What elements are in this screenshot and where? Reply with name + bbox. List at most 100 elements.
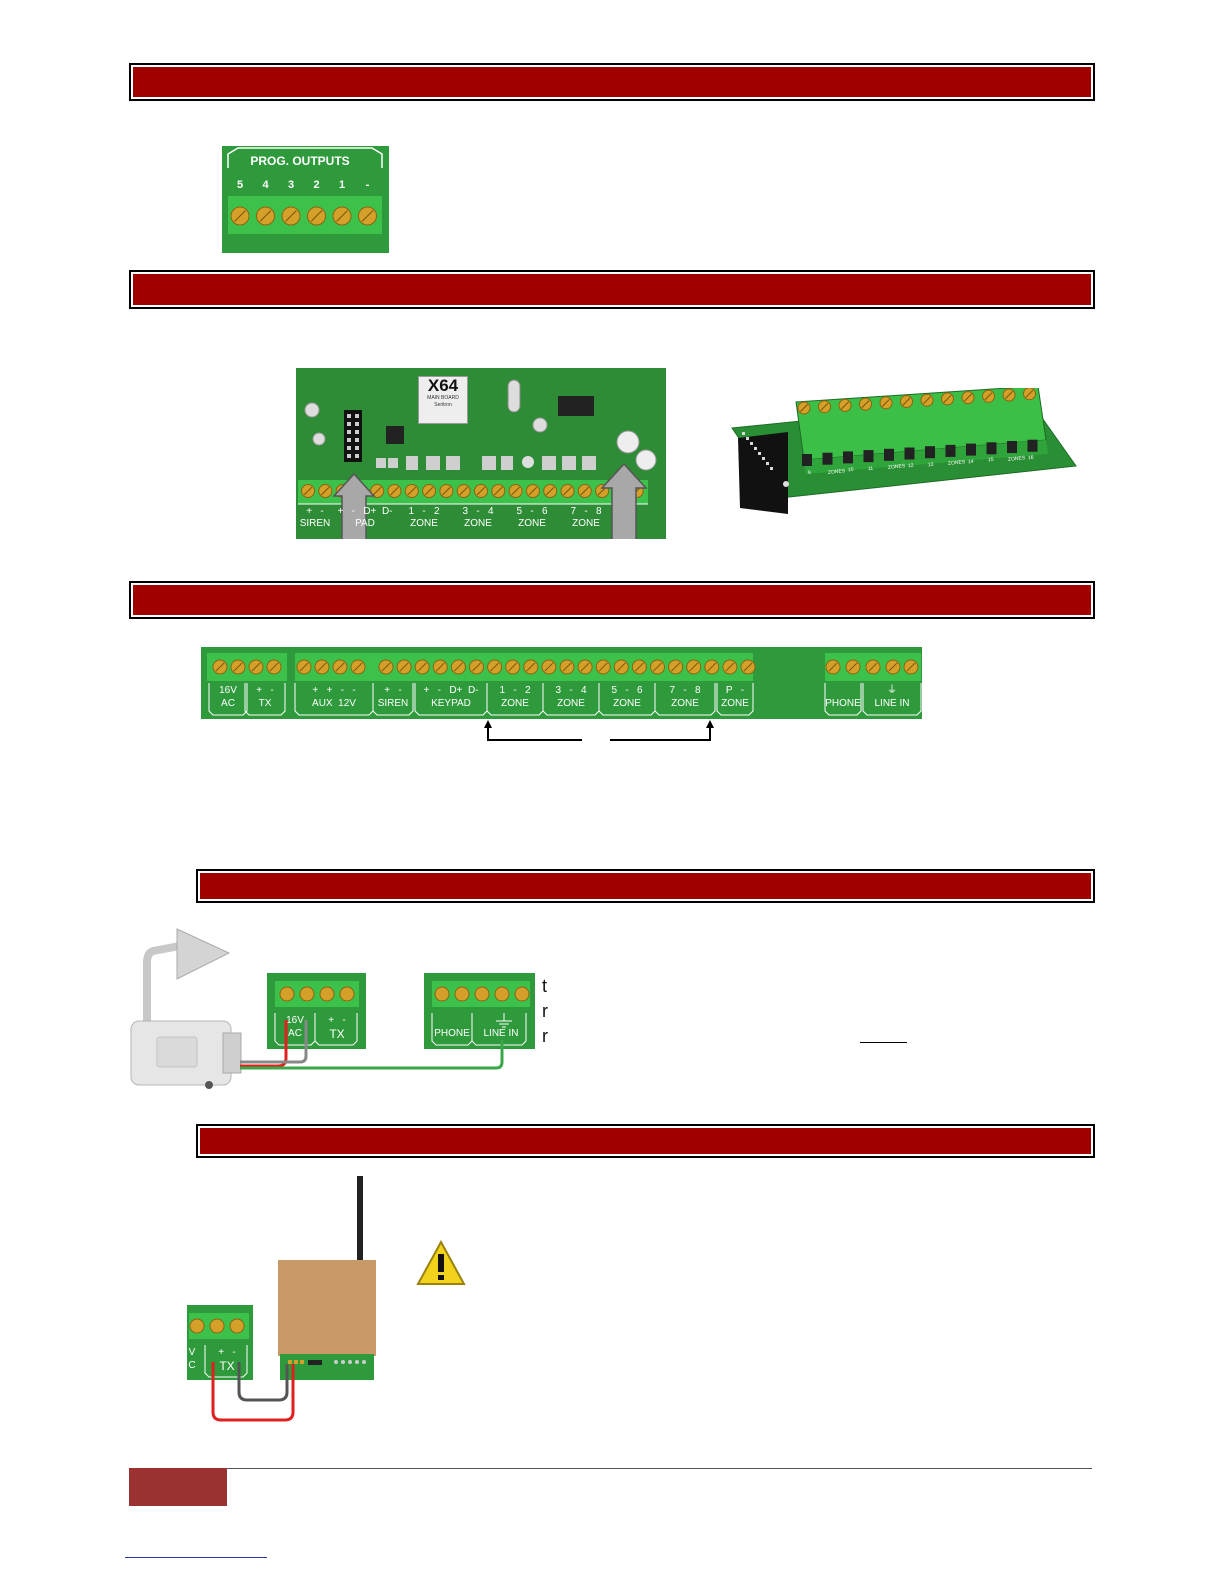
footer-link-underline [125,1557,267,1558]
board-terminal-group-label: ZONE [464,518,492,529]
prog-output-terminal-label: 3 [287,179,295,191]
strip-group-bracket [372,683,414,716]
strip-terminal-polarity: 5 - 6 [611,685,643,696]
board-terminal-polarity: + - [306,506,324,517]
strip-terminal-group-label: ZONE [613,698,641,709]
power-tx-pol: + - [328,1015,346,1026]
expander-terminal-slot [863,450,874,463]
power-tx-name: TX [329,1027,345,1041]
line-in-name: LINE IN [483,1028,519,1039]
expander-label: 14 [967,458,974,466]
expander-terminal-slot [904,447,915,460]
expander-pin [746,437,749,440]
strip-terminal-polarity: + - [256,685,274,696]
prog-output-terminal-label: - [365,179,370,191]
expander-terminal-slot [822,452,833,465]
board-terminal-group-label: SIREN [299,518,331,529]
strip-terminal-polarity: + + - - [312,685,356,696]
strip-terminal-group-label: ZONE [557,698,585,709]
board-terminal-polarity: + - D+ D- [337,506,393,517]
strip-terminal-group-label: ZONE [501,698,529,709]
prog-output-terminal-label: 5 [236,179,244,191]
expander-terminal-slot [843,451,853,464]
strip-terminal-polarity: 3 - 4 [555,685,587,696]
strip-terminal-group-label: AC [221,698,235,709]
warning-triangle-icon [416,1240,466,1285]
expander-label: 16 [1027,454,1034,461]
strip-terminal-polarity: + - [384,685,402,696]
main-chip-label: X64 [427,376,459,395]
section-header-bar-1 [129,63,1095,101]
board-terminal-polarity: 1 - 2 [408,506,440,517]
expander-terminal-slot [802,454,812,466]
board-terminal-polarity: 7 - 8 [570,506,602,517]
gsm-module-board [280,1354,374,1380]
cut-text-column: t r r [542,974,548,1049]
section-header-bar-4 [196,869,1095,903]
prog-output-terminal-label: 1 [338,179,346,191]
gsm-module-drawing [288,1360,366,1365]
board-terminal-group-label: ZONE [572,518,600,529]
expander-label: 10 [847,466,854,474]
footer-rule [129,1468,1092,1469]
strip-terminal-group-label: ZONE [671,698,699,709]
strip-terminal-group-label: TX [258,698,272,709]
strip-terminal-polarity: + - D+ D- [423,685,479,696]
gsm-ac-name: C [188,1360,196,1371]
main-board: X64 MAIN BOARD Seritron + -SIREN+ - D+ D… [296,368,666,553]
phone-name: PHONE [434,1028,470,1039]
strip-terminal-group-label: AUX 12V [312,698,356,709]
strip-group-bracket [654,683,716,716]
board-terminal-polarity: 5 - 6 [516,506,548,517]
expander-label: 9 [807,469,812,477]
cut-text-1: t [542,976,548,996]
strip-terminal-group-label: KEYPAD [431,698,471,709]
gsm-module-cover [278,1260,376,1356]
prog-output-terminal-label: 4 [262,179,269,191]
cut-text-2: r [542,1001,548,1021]
expander-label: 12 [907,462,914,470]
power-wires [240,1020,504,1070]
board-terminal-polarity: 3 - 4 [462,506,494,517]
strip-terminal-group-label: SIREN [377,698,409,709]
expander-pin [758,452,761,455]
expander-label: 13 [927,461,934,468]
strip-terminal-group-label: LINE IN [874,698,910,709]
section-header-bar-2 [129,270,1095,309]
expander-pin [750,442,753,445]
board-terminal-group-label: ZONE [410,518,438,529]
power-ac-pol: 16V [286,1015,304,1026]
strip-group-bracket [862,683,922,716]
gsm-ac-tx-block: V C + - TX [187,1305,253,1380]
strip-group-bracket [716,683,754,716]
phone-line-drawing [431,981,530,1046]
board-terminal-group-label: PAD [355,518,375,529]
gsm-tx-pol: + - [218,1347,236,1358]
power-ac-name: AC [288,1028,302,1039]
terminal-strip: 16V AC + - TX + + - - AUX 12V + - SIREN + - D+ D… [201,647,922,719]
strip-terminal-group-label: ZONE [721,698,749,709]
prog-outputs-drawing [227,147,383,234]
expander-terminal-slot [884,448,894,461]
power-ac-tx-block: 16V AC + - TX [267,973,366,1049]
expander-terminal-slot [945,444,956,457]
strip-group-bracket [824,683,862,716]
expander-terminal-slot [1027,439,1038,452]
transformer-drawing [130,928,242,1089]
board-terminal-group-label: ZONE [518,518,546,529]
cut-text-3: r [542,1026,548,1046]
phone-line-block: PHONE LINE IN [424,973,535,1049]
zone-span-arrows [484,720,714,741]
section-header-bar-3 [129,581,1095,619]
strip-terminal-polarity: 7 - 8 [669,685,701,696]
main-chip-sub1: MAIN BOARD [427,395,459,401]
strip-terminal-group-label: PHONE [825,698,861,709]
expander-pin [754,447,757,450]
strip-terminal-polarity: 16V [219,685,237,696]
prog-outputs-title: PROG. OUTPUTS [250,154,350,168]
strip-group-bracket [244,683,286,716]
strip-group-bracket [208,683,248,716]
zone-expander [731,388,1077,514]
expander-terminal-slot [925,446,935,459]
